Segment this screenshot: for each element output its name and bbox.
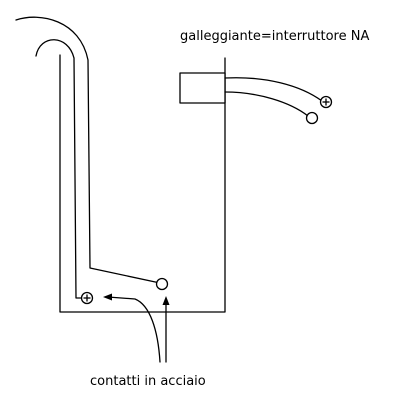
float-negative-terminal <box>305 111 319 125</box>
float-switch-body <box>179 72 226 104</box>
steel-contacts-label: contatti in acciaio <box>90 374 206 389</box>
float-wire-negative <box>224 91 309 117</box>
tank-outline <box>59 54 226 313</box>
float-wire-positive <box>224 77 323 102</box>
arrow-head-up <box>162 296 170 305</box>
arrow-head-left <box>103 293 112 301</box>
contact-pointer-line-left <box>107 296 161 363</box>
outer-pipe <box>15 16 161 284</box>
float-switch-label: galleggiante=interruttore NA <box>180 29 370 44</box>
contact-negative-terminal <box>155 277 169 291</box>
inner-pipe <box>35 39 87 299</box>
